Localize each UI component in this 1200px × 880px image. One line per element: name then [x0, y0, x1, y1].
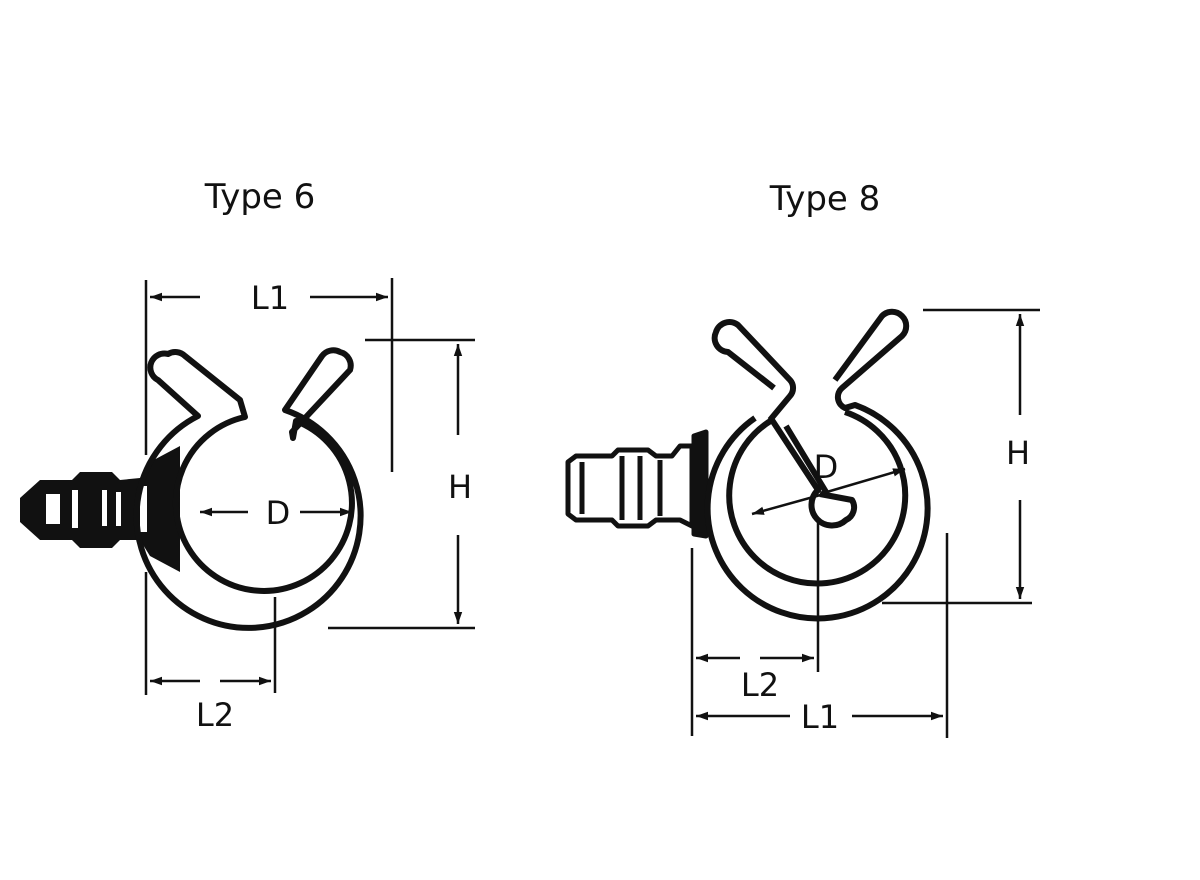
type8-label-l1: L1: [801, 698, 839, 736]
type8-dimensions: [690, 308, 1040, 738]
type8-stud-connector: [565, 429, 709, 539]
type6-label-l1: L1: [251, 279, 289, 317]
type8-drawing: Type 8: [565, 179, 1040, 738]
type6-label-h: H: [448, 468, 472, 506]
type6-stud-connector: [20, 446, 180, 572]
type8-clip-outline: [704, 308, 931, 622]
type8-label-l2: L2: [741, 666, 779, 704]
type6-drawing: Type 6: [20, 177, 475, 734]
type6-clip-outline: [133, 347, 364, 631]
type8-label-d: D: [814, 448, 839, 486]
type6-title: Type 6: [204, 177, 316, 217]
type8-label-h: H: [1006, 434, 1030, 472]
type6-dimensions: [144, 278, 475, 695]
type6-label-l2: L2: [196, 696, 234, 734]
type6-label-d: D: [266, 494, 291, 532]
type8-title: Type 8: [769, 179, 881, 219]
